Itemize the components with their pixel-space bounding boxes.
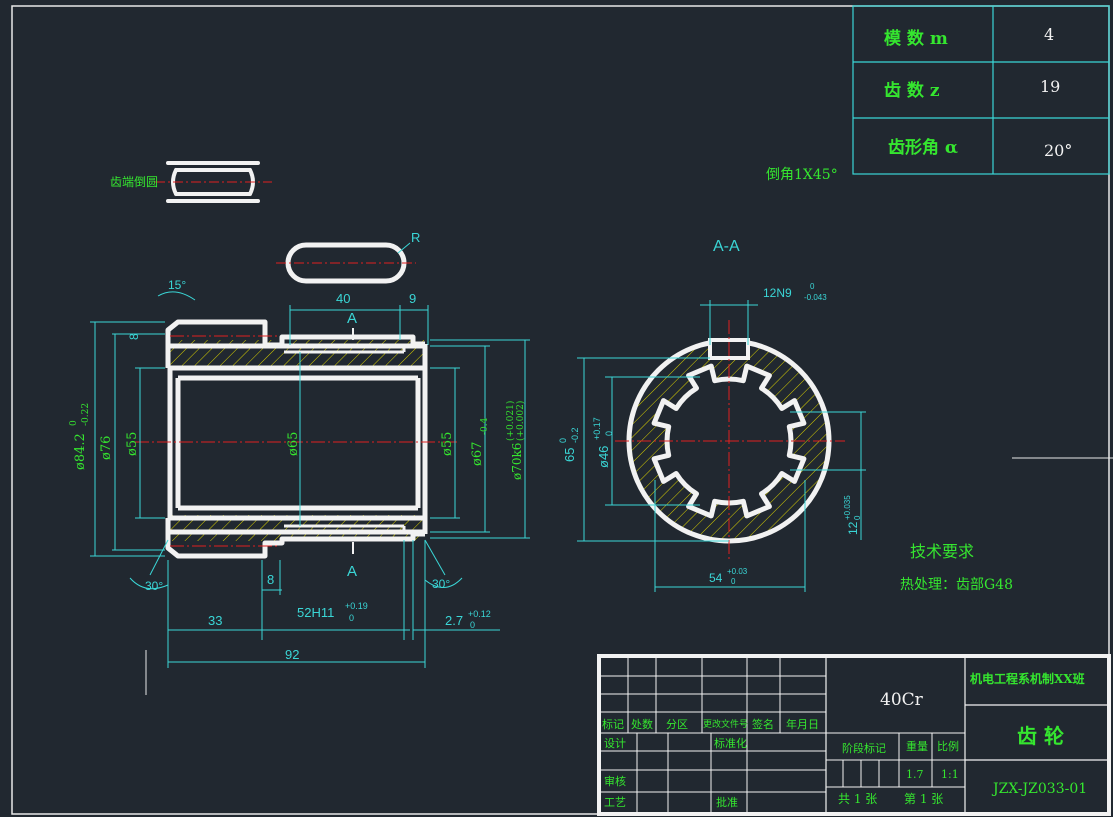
scale-label: 比例 [937,739,959,753]
svg-text:+0.17: +0.17 [592,417,602,440]
svg-text:12N9: 12N9 [763,286,792,300]
sheet-number: 第 1 张 [904,792,943,806]
weight-value: 1.7 [906,768,924,781]
svg-text:(+0.002): (+0.002) [515,401,526,441]
hdr-date: 年月日 [786,717,819,731]
material: 40Cr [880,690,924,710]
module-value: 4 [1044,25,1054,44]
svg-text:-0.043: -0.043 [804,293,827,302]
dim-9: 9 [409,291,416,306]
svg-text:54: 54 [709,571,723,585]
dim-dia67: ø67 -0.4 [470,417,490,466]
svg-text:0: 0 [349,613,354,623]
drawing-frame [11,5,1110,815]
svg-text:ø84.2: ø84.2 [73,433,88,470]
dim-2-7: 2.7 +0.12 0 [445,609,491,630]
row-review: 审核 [604,774,626,788]
svg-text:0: 0 [853,515,862,520]
svg-text:0: 0 [558,438,568,443]
part-outline [165,319,428,559]
drawing-number: JZX-JZ033-01 [991,781,1087,797]
chamfer-note: 倒角1X45° [766,167,838,183]
row-design: 设计 [604,737,626,750]
heat-treatment-note: 热处理：齿部G48 [900,577,1013,593]
svg-text:0: 0 [69,420,79,426]
dim-40: 40 [336,291,350,306]
dim-8-bottom: 8 [267,572,274,587]
svg-text:0: 0 [470,620,475,630]
gear-parameter-table [852,5,1110,175]
tech-req-title: 技术要求 [910,542,974,561]
svg-text:-0.2: -0.2 [570,427,580,443]
sheet-count: 共 1 张 [838,792,877,806]
stage-label: 阶段标记 [842,741,886,755]
dim-dia84: ø84.2 0 -0.22 [69,403,91,470]
dim-dia76: ø76 [99,436,114,460]
svg-text:2.7: 2.7 [445,613,463,628]
center-lines [135,335,458,547]
svg-text:65: 65 [562,448,577,462]
section-dimension-lines [577,300,866,592]
row-standard: 标准化 [714,736,747,750]
angle-value: 20° [1044,141,1072,160]
svg-text:-0.4: -0.4 [480,417,490,435]
dim-key-12n9: 12N9 0 -0.043 [763,282,827,302]
svg-text:(+0.021): (+0.021) [505,401,516,441]
hdr-count: 处数 [631,718,653,731]
hdr-doc: 更改文件号 [703,718,748,730]
svg-text:0: 0 [731,577,736,586]
dim-33: 33 [208,613,222,628]
svg-text:ø67: ø67 [470,442,485,466]
title-block-grid [597,654,1111,816]
svg-text:+0.19: +0.19 [345,601,368,611]
module-label: 模 数 m [884,28,948,49]
row-process: 工艺 [604,796,626,809]
dim-dia70: ø70k6 (+0.021) (+0.002) [505,401,526,480]
dim-dia55-left: ø55 [125,432,140,456]
part-name: 齿 轮 [1017,724,1064,748]
svg-text:+0.03: +0.03 [727,567,748,576]
dim-12: 12 +0.035 0 [843,495,862,535]
hdr-mark: 标记 [602,717,624,731]
svg-text:+0.12: +0.12 [468,609,491,619]
section-center-lines [615,320,845,560]
teeth-label: 齿 数 z [884,80,940,101]
svg-text:-0.22: -0.22 [81,403,91,426]
dim-30deg-left: 30° [145,579,163,593]
svg-text:ø70k6: ø70k6 [510,443,524,480]
dim-65: 65 0 -0.2 [558,427,580,462]
svg-text:0: 0 [604,431,614,436]
section-title: A-A [713,238,740,255]
dim-15deg: 15° [168,278,186,292]
tooth-end-detail [155,161,272,203]
svg-text:+0.035: +0.035 [843,495,852,520]
hdr-zone: 分区 [666,718,688,731]
dim-dia46: ø46 +0.17 0 [592,417,614,468]
slot-detail [276,242,416,284]
scale-value: 1:1 [941,768,959,781]
dim-8-top: 8 [127,333,141,340]
section-mark-bottom: A [347,563,357,580]
dim-52h11: 52H11 +0.19 0 [297,601,368,623]
school-class: 机电工程系机制XX班 [970,671,1085,686]
dim-dia65: ø65 [286,432,301,456]
dim-dia55-right: ø55 [440,432,455,456]
svg-text:52H11: 52H11 [297,605,334,620]
dim-30deg-right: 30° [432,577,450,591]
section-mark-top: A [347,310,357,327]
teeth-value: 19 [1040,77,1060,96]
dim-54: 54 +0.03 0 [709,567,748,586]
hdr-sign: 签名 [752,717,774,731]
radius-label: R [411,230,420,245]
svg-text:0: 0 [810,282,815,291]
row-approve: 批准 [716,795,738,809]
dimension-lines [90,291,530,668]
dim-92: 92 [285,647,299,662]
svg-text:ø46: ø46 [596,446,611,468]
weight-label: 重量 [906,739,928,753]
svg-text:12: 12 [846,521,860,535]
angle-label: 齿形角 α [888,137,958,158]
tooth-end-note: 齿端倒圆 [110,175,158,189]
